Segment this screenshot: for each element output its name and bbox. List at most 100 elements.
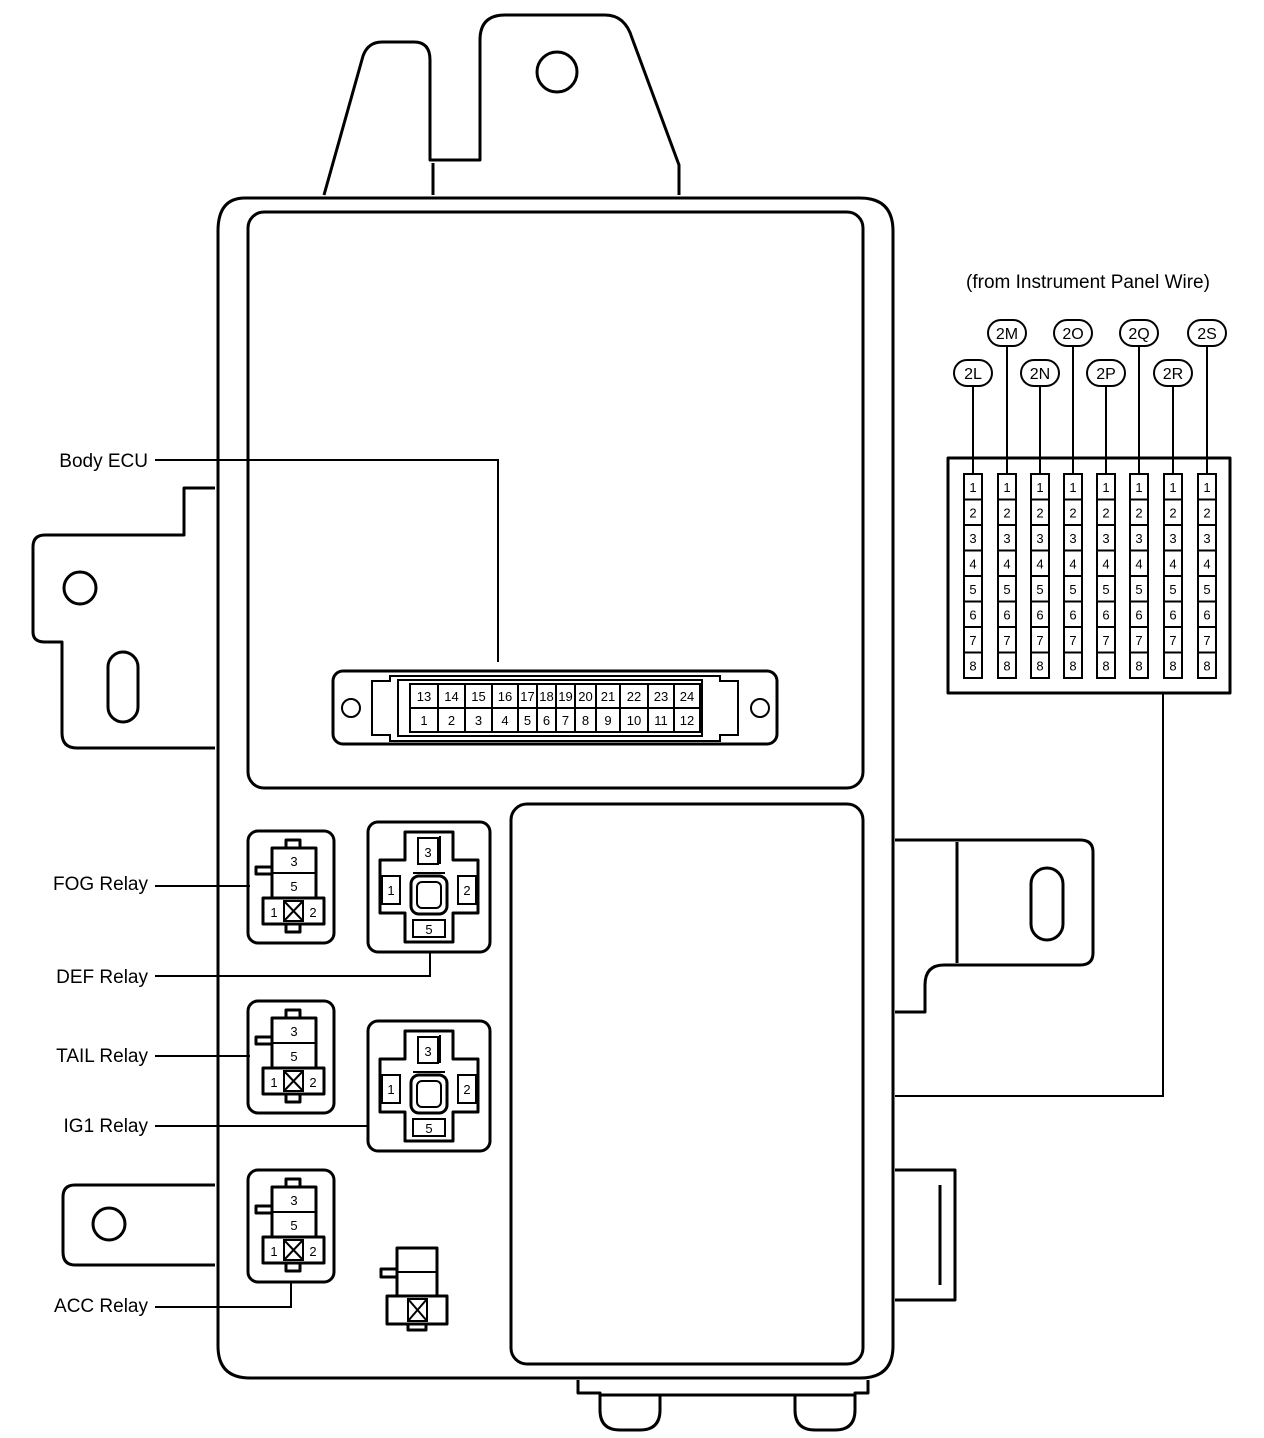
connector-pin-label: 7 [1169, 633, 1176, 648]
relay-pin-label: 5 [290, 1049, 297, 1064]
ecu-pin-label: 7 [562, 713, 569, 728]
connector-pin-label: 5 [1169, 582, 1176, 597]
connector-id-label: 2N [1030, 366, 1050, 383]
connector-pin-label: 5 [969, 582, 976, 597]
ecu-pin-label: 17 [520, 689, 534, 704]
connector-pin-label: 6 [1169, 608, 1176, 623]
instrument-panel-wire-header: (from Instrument Panel Wire) [966, 272, 1210, 293]
connector-pin-label: 4 [1069, 557, 1076, 572]
relay-pin-label: 2 [309, 905, 316, 920]
connector-id-label: 2P [1096, 366, 1116, 383]
relay-pin-label: 5 [425, 1121, 432, 1136]
connector-pin-label: 2 [1102, 506, 1109, 521]
ecu-pin-label: 1 [420, 713, 427, 728]
connector-pin-label: 6 [1003, 608, 1010, 623]
connector-pin-label: 5 [1135, 582, 1142, 597]
connector-pin-label: 2 [1069, 506, 1076, 521]
ecu-pin-label: 10 [627, 713, 641, 728]
connector-pin-label: 7 [1069, 633, 1076, 648]
connector-pin-label: 2 [1203, 506, 1210, 521]
connector-pin-label: 1 [1102, 480, 1109, 495]
connector-pin-label: 1 [969, 480, 976, 495]
ecu-pin-label: 24 [680, 689, 694, 704]
connector-pin-label: 2 [1003, 506, 1010, 521]
relay-pin-label: 2 [463, 883, 470, 898]
connector-pin-label: 7 [1036, 633, 1043, 648]
connector-pin-label: 6 [1203, 608, 1210, 623]
connector-pin-label: 7 [1203, 633, 1210, 648]
connector-pin-label: 5 [1036, 582, 1043, 597]
connector-pin-label: 8 [1102, 659, 1109, 674]
ecu-pin-label: 20 [578, 689, 592, 704]
relay-pin-label: 2 [309, 1244, 316, 1259]
ecu-pin-label: 18 [539, 689, 553, 704]
ecu-pin-label: 15 [471, 689, 485, 704]
connector-pin-label: 8 [1135, 659, 1142, 674]
connector-pin-label: 6 [1135, 608, 1142, 623]
connector-pin-label: 4 [1169, 557, 1176, 572]
label-acc-relay: ACC Relay [54, 1296, 148, 1317]
connector-pin-label: 2 [1135, 506, 1142, 521]
connector-pin-label: 8 [969, 659, 976, 674]
connector-pin-label: 7 [1102, 633, 1109, 648]
connector-pin-label: 8 [1069, 659, 1076, 674]
relay-pin-label: 1 [270, 1075, 277, 1090]
connector-pin-label: 5 [1203, 582, 1210, 597]
connector-pin-label: 7 [969, 633, 976, 648]
connector-pin-label: 1 [1003, 480, 1010, 495]
connector-pin-label: 7 [1003, 633, 1010, 648]
connector-id-label: 2O [1062, 326, 1083, 343]
ecu-pin-label: 21 [601, 689, 615, 704]
ecu-pin-label: 6 [543, 713, 550, 728]
connector-id-label: 2M [996, 326, 1018, 343]
connector-pin-label: 8 [1036, 659, 1043, 674]
relay-pin-label: 2 [309, 1075, 316, 1090]
connector-id-label: 2R [1163, 366, 1183, 383]
relay-pin-label: 3 [424, 1044, 431, 1059]
ecu-pin-label: 14 [444, 689, 458, 704]
connector-pin-label: 5 [1003, 582, 1010, 597]
ecu-pin-label: 13 [417, 689, 431, 704]
ecu-pin-label: 16 [498, 689, 512, 704]
ecu-pin-label: 22 [627, 689, 641, 704]
label-tail-relay: TAIL Relay [56, 1046, 148, 1067]
ecu-pin-label: 12 [680, 713, 694, 728]
connector-pin-label: 8 [1203, 659, 1210, 674]
label-body-ecu: Body ECU [59, 451, 148, 472]
label-def-relay: DEF Relay [56, 967, 148, 988]
connector-pin-label: 4 [1003, 557, 1010, 572]
label-fog-relay: FOG Relay [53, 874, 149, 895]
connector-pin-label: 3 [1169, 531, 1176, 546]
connector-pin-label: 4 [969, 557, 976, 572]
connector-pin-label: 6 [1069, 608, 1076, 623]
connector-pin-label: 3 [969, 531, 976, 546]
ecu-pin-label: 4 [501, 713, 508, 728]
connector-pin-label: 1 [1169, 480, 1176, 495]
connector-pin-label: 4 [1203, 557, 1210, 572]
ecu-pin-label: 5 [524, 713, 531, 728]
relay-pin-label: 1 [387, 1082, 394, 1097]
ecu-pin-label: 3 [475, 713, 482, 728]
ecu-pin-label: 2 [448, 713, 455, 728]
connector-pin-label: 3 [1102, 531, 1109, 546]
connector-pin-label: 3 [1003, 531, 1010, 546]
connector-2m: 2M 1 2 3 4 5 6 7 8 [987, 319, 1027, 679]
connector-pin-label: 3 [1069, 531, 1076, 546]
connector-pin-label: 6 [1036, 608, 1043, 623]
connector-id-label: 2L [964, 366, 982, 383]
connector-pin-label: 6 [969, 608, 976, 623]
connector-pin-label: 8 [1003, 659, 1010, 674]
relay-pin-label: 5 [290, 1218, 297, 1233]
ecu-pin-label: 19 [558, 689, 572, 704]
connector-id-label: 2Q [1128, 326, 1149, 343]
leader-lines [155, 459, 1164, 1308]
connector-pin-label: 6 [1102, 608, 1109, 623]
